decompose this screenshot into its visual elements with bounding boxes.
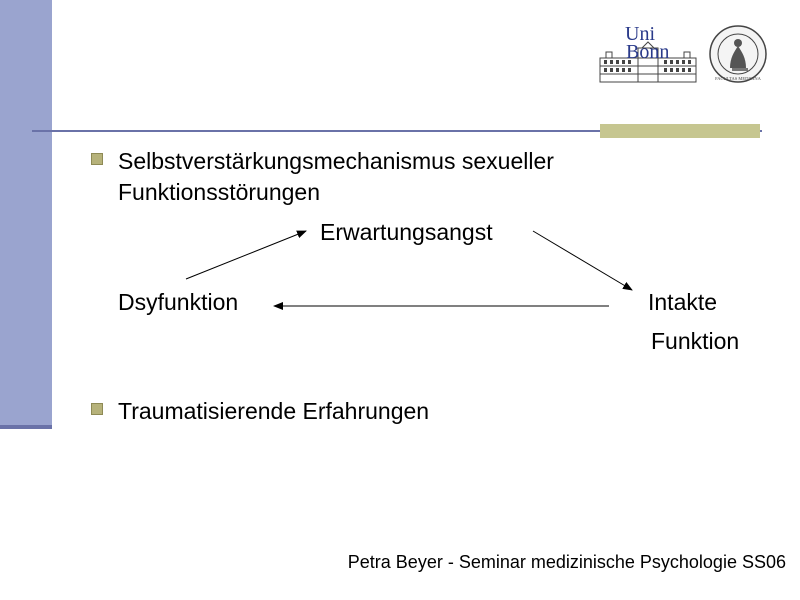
uni-bonn-logo: Uni Bonn	[599, 23, 697, 83]
bullet-text-traumatisierende: Traumatisierende Erfahrungen	[118, 398, 430, 424]
bullet-text-line2: Funktionsstörungen	[118, 179, 321, 205]
uni-logo-text-uni: Uni	[625, 23, 655, 45]
bullet-text-line1: Selbstverstärkungsmechanismus sexueller	[118, 148, 554, 174]
label-erwartungsangst: Erwartungsangst	[320, 219, 493, 245]
sidebar-bottom-edge	[0, 425, 52, 429]
bullet-marker	[91, 403, 103, 415]
label-dysfunktion: Dsyfunktion	[118, 289, 239, 315]
left-sidebar-bar	[0, 0, 52, 427]
accent-bar	[600, 124, 760, 138]
slide-footer: Petra Beyer - Seminar medizinische Psych…	[347, 552, 786, 572]
title-divider-line	[32, 130, 762, 132]
bullet-marker	[91, 153, 103, 165]
arrow-dysfunktion-to-erwartungsangst	[185, 230, 307, 280]
arrow-erwartungsangst-to-intakte	[532, 230, 633, 291]
seal-lettering: FACULTAS MEDICINA	[715, 76, 762, 81]
label-funktion: Funktion	[651, 328, 740, 354]
label-intakte: Intakte	[648, 289, 718, 315]
uni-logo-text-bonn: Bonn	[626, 41, 669, 63]
medical-faculty-seal: FACULTAS MEDICINA	[709, 25, 767, 83]
